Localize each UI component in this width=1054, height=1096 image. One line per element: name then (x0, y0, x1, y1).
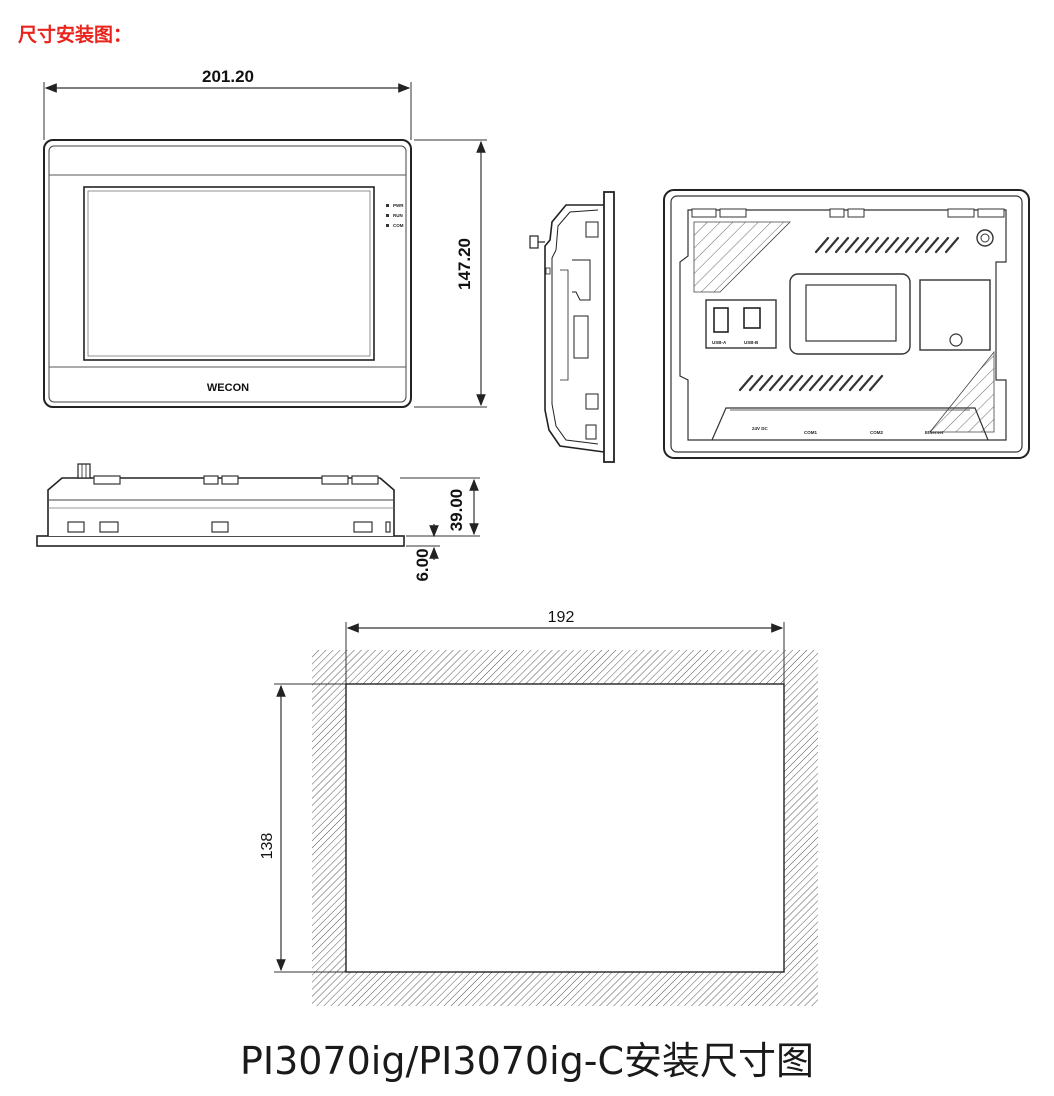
port-usb-a-label: USB-A (712, 340, 727, 345)
led-com-label: COM (393, 223, 404, 228)
port-com2-label: COM2 (870, 430, 883, 435)
front-height-label: 147.20 (455, 238, 474, 290)
vent-slots-top (814, 236, 960, 254)
port-ethernet-label: Ethernet (925, 430, 944, 435)
port-com1-label: COM1 (804, 430, 817, 435)
port-power-label: 24V DC (752, 426, 769, 431)
vent-slots-bottom (738, 374, 884, 392)
cutout-height-label: 138 (259, 833, 276, 860)
drawing-caption: PI3070ig/PI3070ig-C安装尺寸图 (239, 1039, 815, 1083)
side-view (529, 191, 615, 463)
led-pwr-label: PWR (393, 203, 404, 208)
cutout-width-label: 192 (548, 609, 575, 626)
front-view: 201.20 147.20 PWR RUN COM WECON (43, 67, 487, 408)
bottom-view: 39.00 6.00 (36, 463, 480, 582)
brand-logo: WECON (207, 382, 249, 394)
section-heading: 尺寸安装图： (18, 24, 133, 46)
port-usb-b-label: USB-B (744, 340, 759, 345)
depth-label: 39.00 (447, 489, 466, 532)
rear-view: USB-A USB-B 24V DC COM1 COM2 Ethernet (663, 189, 1030, 459)
status-leds: PWR RUN COM (386, 203, 404, 228)
front-width-label: 201.20 (202, 67, 254, 86)
panel-cutout: 192 138 (259, 609, 818, 1006)
bezel-label: 6.00 (413, 548, 432, 581)
led-run-label: RUN (393, 213, 403, 218)
